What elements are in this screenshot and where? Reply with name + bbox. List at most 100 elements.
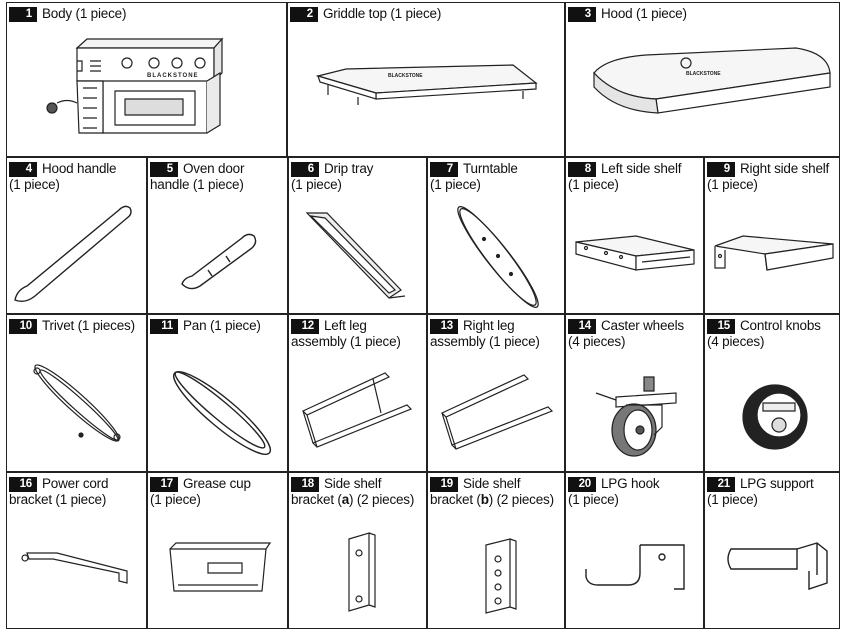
part-name: LPG hook bbox=[601, 476, 660, 491]
griddle-brand-mark: BLACKSTONE bbox=[388, 73, 423, 79]
left-leg-illustration bbox=[289, 315, 427, 472]
part-number-badge: 6 bbox=[291, 162, 319, 177]
part-quantity: bracket (a) (2 pieces) bbox=[291, 492, 424, 508]
grease-cup-illustration bbox=[148, 473, 288, 629]
griddle-top-illustration: BLACKSTONE bbox=[288, 3, 565, 157]
part-name: Left leg bbox=[324, 318, 367, 333]
part-quantity: (4 pieces) bbox=[568, 334, 626, 349]
part-quantity-prefix: bracket ( bbox=[430, 492, 481, 507]
part-name: Hood (1 piece) bbox=[601, 6, 687, 21]
part-name: Oven door bbox=[183, 161, 245, 176]
part-name: Caster wheels bbox=[601, 318, 684, 333]
part-quantity: assembly (1 piece) bbox=[430, 334, 540, 349]
pan-illustration bbox=[148, 315, 288, 472]
part-name: Left side shelf bbox=[601, 161, 682, 176]
part-quantity: bracket (1 piece) bbox=[9, 492, 107, 507]
part-name: Grease cup bbox=[183, 476, 251, 491]
part-number-badge: 8 bbox=[568, 162, 596, 177]
lpg-hook-illustration bbox=[566, 473, 704, 629]
part-cell-3: 3 Hood (1 piece) BLACKSTONE bbox=[565, 2, 840, 157]
part-quantity-prefix: bracket ( bbox=[291, 492, 342, 507]
part-quantity: (1 piece) bbox=[568, 492, 619, 507]
part-cell-14: 14 Caster wheels(4 pieces) bbox=[565, 314, 704, 472]
part-cell-4: 4 Hood handle(1 piece) bbox=[6, 157, 147, 314]
part-cell-10: 10 Trivet (1 pieces) bbox=[6, 314, 147, 472]
part-cell-11: 11 Pan (1 piece) bbox=[147, 314, 288, 472]
hood-brand-mark: BLACKSTONE bbox=[686, 71, 721, 77]
part-name: LPG support bbox=[740, 476, 814, 491]
oven-door-handle-illustration bbox=[148, 158, 288, 314]
part-quantity: (1 piece) bbox=[9, 177, 60, 192]
part-label: 4 Hood handle(1 piece) bbox=[9, 161, 144, 193]
part-quantity: (1 piece) bbox=[430, 177, 481, 192]
drip-tray-illustration bbox=[289, 158, 427, 314]
part-number-badge: 3 bbox=[568, 7, 596, 22]
shelf-bracket-a-illustration bbox=[289, 473, 427, 629]
part-number-badge: 4 bbox=[9, 162, 37, 177]
part-name: Side shelf bbox=[324, 476, 382, 491]
part-number-badge: 10 bbox=[9, 319, 37, 334]
part-number-badge: 19 bbox=[430, 477, 458, 492]
part-name: Pan (1 piece) bbox=[183, 318, 261, 333]
part-name: Hood handle bbox=[42, 161, 117, 176]
body-illustration: BLACKSTONE bbox=[7, 3, 287, 157]
part-variant: a bbox=[341, 492, 350, 507]
part-name: Right leg bbox=[463, 318, 515, 333]
part-quantity: bracket (b) (2 pieces) bbox=[430, 492, 562, 508]
part-number-badge: 7 bbox=[430, 162, 458, 177]
part-number-badge: 18 bbox=[291, 477, 319, 492]
part-quantity-suffix: ) (2 pieces) bbox=[488, 492, 554, 507]
right-side-shelf-illustration bbox=[705, 158, 840, 314]
turntable-illustration bbox=[428, 158, 565, 314]
part-name: Power cord bbox=[42, 476, 109, 491]
part-number-badge: 12 bbox=[291, 319, 319, 334]
part-number-badge: 17 bbox=[150, 477, 178, 492]
part-number-badge: 9 bbox=[707, 162, 735, 177]
part-variant: b bbox=[480, 492, 489, 507]
left-side-shelf-illustration bbox=[566, 158, 704, 314]
control-knob-illustration bbox=[705, 315, 840, 472]
part-name: Griddle top (1 piece) bbox=[323, 6, 442, 21]
part-number-badge: 16 bbox=[9, 477, 37, 492]
part-quantity: handle (1 piece) bbox=[150, 177, 244, 192]
right-leg-illustration bbox=[428, 315, 565, 472]
part-name: Control knobs bbox=[740, 318, 821, 333]
part-quantity: assembly (1 piece) bbox=[291, 334, 401, 349]
part-name: Trivet (1 pieces) bbox=[42, 318, 135, 333]
part-name: Side shelf bbox=[463, 476, 521, 491]
part-number-badge: 15 bbox=[707, 319, 735, 334]
shelf-bracket-b-illustration bbox=[428, 473, 565, 629]
part-name: Drip tray bbox=[324, 161, 374, 176]
part-number-badge: 14 bbox=[568, 319, 596, 334]
part-number-badge: 11 bbox=[150, 319, 178, 334]
